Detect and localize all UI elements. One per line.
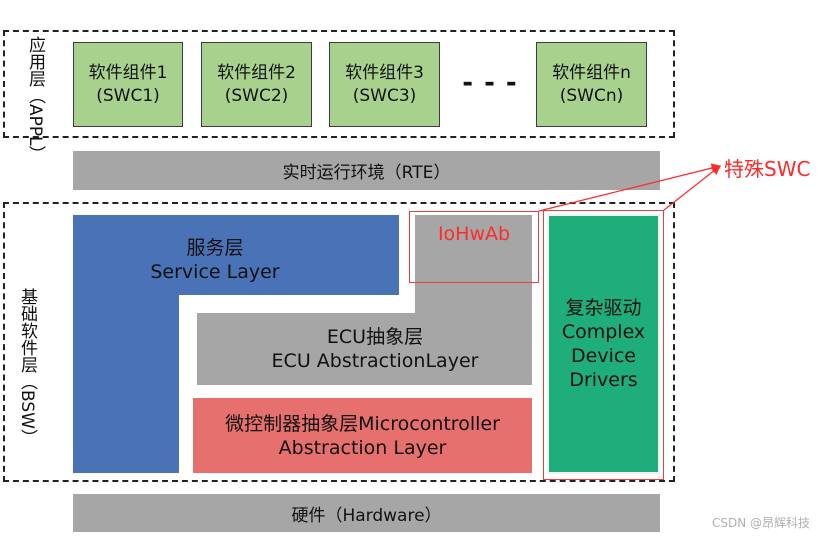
- swc-3-name: 软件组件3: [345, 62, 424, 83]
- hardware-bar: 硬件（Hardware）: [73, 494, 660, 532]
- rte-bar: 实时运行环境（RTE）: [73, 151, 660, 190]
- ecu-abstraction-label: ECU抽象层 ECU AbstractionLayer: [235, 325, 515, 373]
- cdd-zh: 复杂驱动: [565, 297, 642, 319]
- bsw-layer-frame: [3, 202, 675, 482]
- swc-2-name: 软件组件2: [217, 62, 296, 83]
- arrow-cdd: [663, 165, 721, 211]
- mcal-line1: 微控制器抽象层Microcontroller: [225, 412, 500, 435]
- swc-2-code: (SWC2): [224, 85, 289, 106]
- rte-label: 实时运行环境（RTE）: [282, 163, 451, 183]
- service-layer-en: Service Layer: [150, 261, 280, 283]
- ecu-abstraction-en: ECU AbstractionLayer: [271, 350, 479, 372]
- arrow-iohwab: [538, 163, 722, 212]
- service-layer-zh: 服务层: [186, 237, 244, 259]
- special-swc-label: 特殊SWC: [724, 157, 811, 181]
- swc-n-code: (SWCn): [559, 85, 624, 106]
- cdd-en1: Complex: [561, 321, 646, 343]
- cdd-en2: Device: [571, 345, 636, 367]
- swc-2: 软件组件2 (SWC2): [201, 42, 312, 127]
- swc-n: 软件组件n (SWCn): [536, 42, 647, 127]
- cdd-layer: [547, 214, 660, 474]
- ecu-abstraction-zh: ECU抽象层: [326, 326, 424, 348]
- cdd-highlight-box: [543, 210, 664, 480]
- swc-1: 软件组件1 (SWC1): [73, 42, 183, 127]
- cdd-en3: Drivers: [569, 369, 638, 391]
- service-layer-label: 服务层 Service Layer: [120, 236, 310, 284]
- swc-ellipsis: - - -: [462, 68, 518, 98]
- watermark: CSDN @昂辉科技: [712, 516, 811, 530]
- swc-3-code: (SWC3): [352, 85, 417, 106]
- mcal-line2: Abstraction Layer: [278, 436, 447, 459]
- swc-1-name: 软件组件1: [88, 62, 168, 83]
- swc-3: 软件组件3 (SWC3): [329, 42, 440, 127]
- hardware-label: 硬件（Hardware）: [291, 505, 442, 526]
- swc-n-name: 软件组件n: [552, 62, 631, 83]
- iohwab-box: [409, 211, 539, 283]
- bsw-layer-label: 基础软件层（BSW）: [17, 288, 37, 446]
- appl-layer-label-box: 应用层（APPL）: [22, 36, 48, 186]
- bsw-layer-label-box: 基础软件层（BSW）: [17, 288, 57, 446]
- mcal-layer: 微控制器抽象层Microcontroller Abstraction Layer: [193, 398, 532, 473]
- swc-1-code: (SWC1): [96, 85, 160, 106]
- appl-layer-label: 应用层（APPL）: [25, 36, 45, 163]
- cdd-label: 复杂驱动 Complex Device Drivers: [547, 296, 660, 392]
- appl-layer-frame: [3, 30, 675, 138]
- iohwab-label: IoHwAb: [437, 223, 511, 245]
